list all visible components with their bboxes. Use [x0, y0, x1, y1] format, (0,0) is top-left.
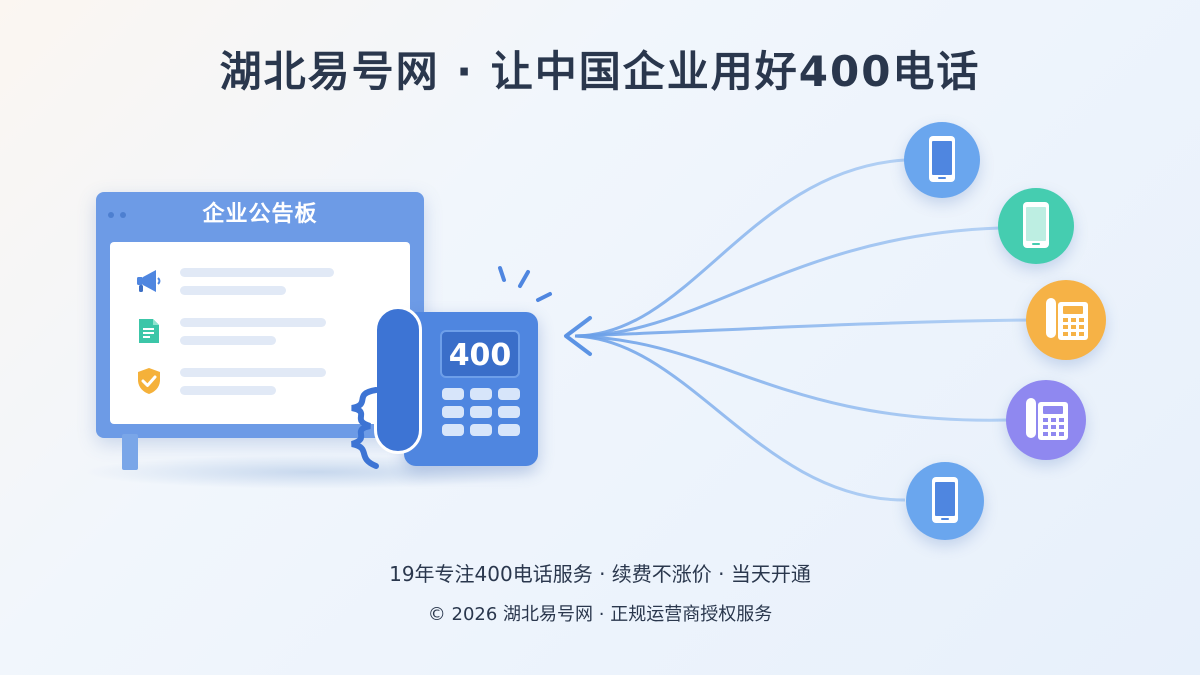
page-title: 湖北易号网 · 让中国企业用好400电话 — [219, 47, 981, 96]
curve-1 — [574, 158, 906, 338]
keypad-key — [498, 406, 520, 418]
ringing-marks-icon — [498, 266, 552, 302]
placeholder-line — [180, 386, 276, 395]
bulletin-board: 企业公告板 — [96, 192, 424, 438]
arrow-head-icon — [564, 316, 592, 356]
placeholder-line — [180, 368, 326, 377]
desk-phone-icon — [1026, 398, 1068, 440]
curve-5 — [574, 334, 906, 502]
smartphone-icon — [932, 477, 958, 523]
keypad-key — [470, 388, 492, 400]
phone-handset — [374, 306, 422, 454]
phone-cord — [350, 387, 379, 469]
node-desk-phone-orange — [1026, 280, 1106, 360]
keypad-key — [442, 424, 464, 436]
megaphone-icon — [137, 270, 161, 292]
node-smartphone-top — [904, 122, 980, 198]
keypad-key — [442, 388, 464, 400]
keypad-key — [442, 406, 464, 418]
desk-phone-400: 400 — [350, 306, 538, 469]
smartphone-icon — [1023, 202, 1049, 248]
keypad-key — [470, 406, 492, 418]
node-desk-phone-purple — [1006, 380, 1086, 460]
placeholder-line — [180, 318, 326, 327]
curve-3 — [574, 318, 1029, 338]
node-smartphone-green — [998, 188, 1074, 264]
keypad-key — [470, 424, 492, 436]
smartphone-icon — [929, 136, 955, 182]
curve-2 — [574, 226, 1001, 338]
copyright: © 2026 湖北易号网 · 正规运营商授权服务 — [427, 604, 773, 625]
document-icon — [139, 319, 159, 343]
board-title: 企业公告板 — [202, 202, 318, 227]
board-panel — [110, 242, 410, 424]
placeholder-line — [180, 268, 334, 277]
placeholder-line — [180, 286, 286, 295]
shield-check-icon — [138, 368, 160, 394]
board-leg — [122, 434, 138, 470]
curve-4 — [574, 334, 1009, 422]
tagline: 19年专注400电话服务 · 续费不涨价 · 当天开通 — [389, 562, 811, 586]
keypad-key — [498, 424, 520, 436]
board-dot — [120, 212, 126, 218]
node-smartphone-bottom — [906, 462, 984, 540]
keypad-key — [498, 388, 520, 400]
phone-screen: 400 — [440, 330, 520, 378]
placeholder-line — [180, 336, 276, 345]
board-dot — [108, 212, 114, 218]
desk-phone-icon — [1046, 298, 1088, 340]
